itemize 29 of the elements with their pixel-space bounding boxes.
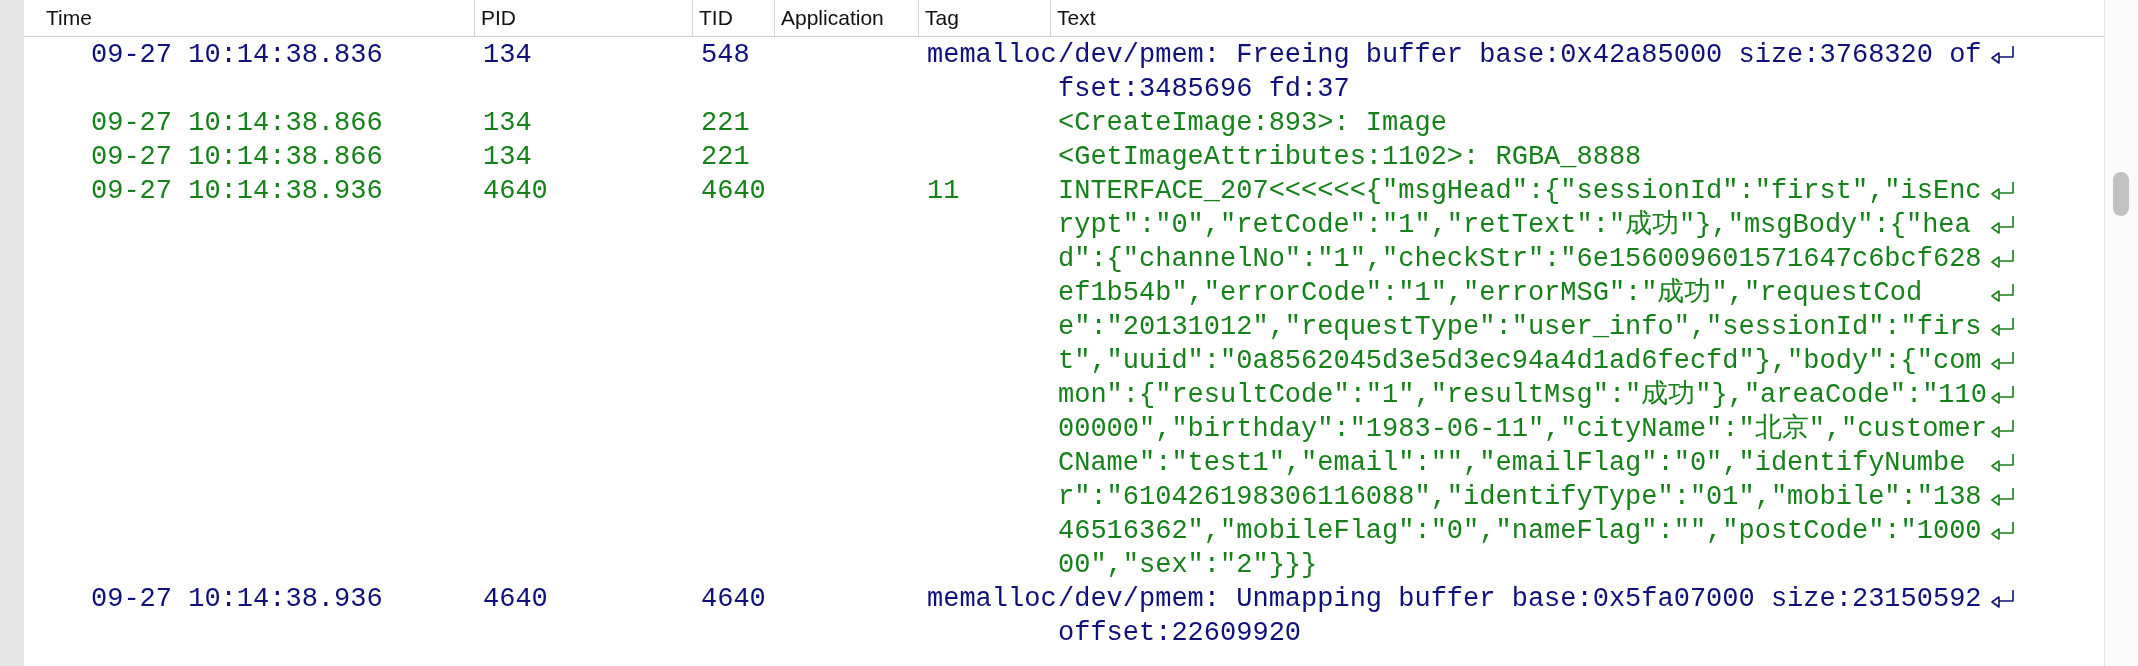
pid-text: 134 (483, 39, 532, 72)
tid-text: 221 (701, 107, 750, 140)
column-header: TID (692, 0, 733, 36)
timestamp-text: 09-27 10:14:38.866 (91, 141, 383, 174)
log-message: /dev/pmem: Freeing buffer base:0x42a85000 size:3768320 offset:3485696 fd:37 (1058, 39, 1983, 106)
log-message: /dev/pmem: Unmapping buffer base:0x5fa07000 size:23150592 offset:22609920 (1058, 583, 1983, 650)
column-header: Tag (918, 0, 959, 36)
tid-text: 221 (701, 141, 750, 174)
tid-text: 548 (701, 39, 750, 72)
pid-text: 4640 (483, 583, 548, 616)
tid-text: 4640 (701, 583, 766, 616)
timestamp-text: 09-27 10:14:38.836 (91, 39, 383, 72)
pid-text: 134 (483, 107, 532, 140)
column-header: Time (45, 5, 92, 31)
tid-text: 4640 (701, 175, 766, 208)
timestamp-text: 09-27 10:14:38.936 (91, 175, 383, 208)
tag-text: memalloc (927, 583, 1057, 616)
tag-text: memalloc (927, 39, 1057, 72)
pid-text: 134 (483, 141, 532, 174)
timestamp-text: 09-27 10:14:38.936 (91, 583, 383, 616)
column-header: Application (774, 0, 884, 36)
log-message: <CreateImage:893>: Image (1058, 107, 1448, 140)
timestamp-text: 09-27 10:14:38.866 (91, 107, 383, 140)
log-message: <GetImageAttributes:1102>: RGBA_8888 (1058, 141, 1643, 174)
column-header: PID (474, 0, 516, 36)
log-message: INTERFACE_207<<<<<<{"msgHead":{"sessionId":"first","isEncrypt":"0","retCode":"1","retText":"成功"},"msgBody":{"head":{"channelNo":"1","checkStr":"6e156009601571647c6bcf628ef1b54b","errorCode":"1","errorMSG":"成功","requestCode":"20131012","requestType":"user_info","sessionId":"first","uuid":"0a8562045d3e5d3ec94a4d1ad6fecfd"},"body":{"common":{"resultCode":"1","resultMsg":"成功"},"areaCode":"11000000","birthday":"1983-06-11","cityName":"北京","customerCName":"test1","email":"","emailFlag":"0","identifyNumber":"610426198306116088","identifyType":"01","mobile":"13846516362","mobileFlag":"0","nameFlag":"","postCode":"100000","sex":"2"}}} (1058, 175, 1988, 582)
column-header: Text (1050, 0, 1096, 36)
pid-text: 4640 (483, 175, 548, 208)
tag-text: 11 (927, 175, 960, 208)
